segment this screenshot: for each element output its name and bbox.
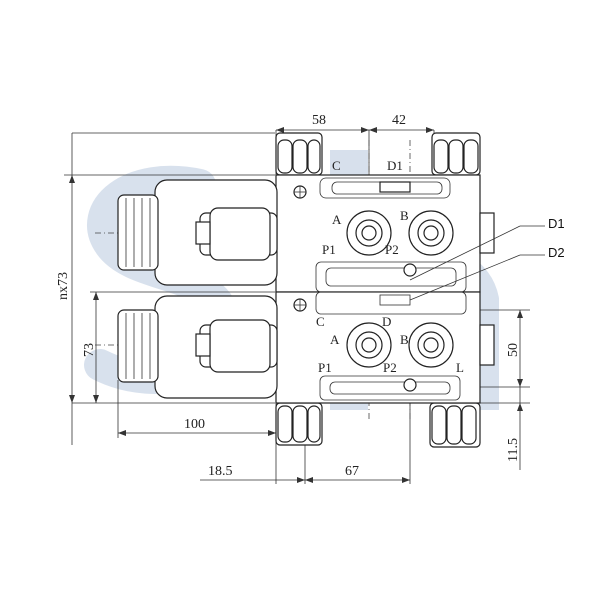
label-P2-bottom: P2	[383, 360, 397, 375]
label-B-top: B	[400, 208, 409, 223]
bottom-fittings	[275, 402, 481, 448]
dim-11-5: 11.5	[506, 438, 521, 462]
label-A-bottom: A	[330, 332, 340, 347]
label-P2-top: P2	[385, 242, 399, 257]
fitting-bottom-right	[429, 402, 481, 448]
left-dimensions: nx73 73	[56, 132, 275, 445]
dim-18-5: 18.5	[208, 464, 233, 479]
valve-section-top: C D1 A B P1 P2	[275, 158, 495, 293]
label-D-bottom: D	[382, 314, 391, 329]
port-B-top	[408, 210, 454, 256]
dim-58: 58	[312, 113, 326, 128]
dim-67: 67	[345, 464, 359, 479]
dim-100: 100	[184, 417, 205, 432]
fitting-bottom-left	[275, 402, 323, 446]
solenoid-bottom	[117, 295, 278, 399]
solenoid-top	[117, 179, 278, 286]
dim-42: 42	[392, 113, 406, 128]
port-A-bottom	[346, 322, 392, 368]
callout-D2: D2	[548, 245, 565, 260]
bottom-dimensions: 100 18.5 67	[117, 380, 411, 484]
fitting-top-right	[431, 132, 481, 176]
label-B-bottom: B	[400, 332, 409, 347]
label-D1-top: D1	[387, 158, 403, 173]
callouts: D1 D2	[409, 216, 565, 301]
fitting-top-left	[275, 132, 323, 176]
callout-D1: D1	[548, 216, 565, 231]
dim-50: 50	[506, 343, 521, 357]
label-C-bottom: C	[316, 314, 325, 329]
dim-73: 73	[82, 343, 97, 357]
top-fittings	[275, 132, 481, 176]
label-P1-top: P1	[322, 242, 336, 257]
dim-nx73: nx73	[56, 272, 71, 300]
label-A-top: A	[332, 212, 342, 227]
label-C-top: C	[332, 158, 341, 173]
port-A-top	[346, 210, 392, 256]
port-B-bottom	[408, 322, 454, 368]
valve-section-bottom: C D A B P1 P2 L	[275, 291, 495, 404]
label-P1-bottom: P1	[318, 360, 332, 375]
label-L-bottom: L	[456, 360, 464, 375]
